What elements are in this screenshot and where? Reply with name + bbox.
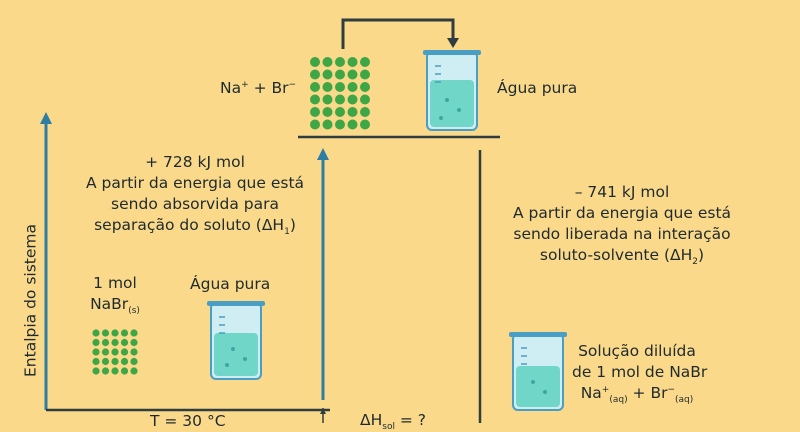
particle-dot xyxy=(101,357,110,366)
particle-dot xyxy=(92,338,100,347)
na-text: Na xyxy=(220,79,242,97)
particle-dot xyxy=(360,119,370,130)
particle-dot xyxy=(360,107,370,117)
particle-dot xyxy=(120,357,129,366)
particle-dot xyxy=(347,107,358,117)
ions-label: Na+ + Br− xyxy=(220,78,296,99)
particle-dot xyxy=(111,367,119,375)
left-step-line3: separação do soluto (ΔH1) xyxy=(94,216,296,238)
particle-dot xyxy=(120,338,129,347)
particle-dot xyxy=(335,82,345,92)
y-axis-label: Entalpia do sistema xyxy=(21,224,40,377)
particle-dot xyxy=(130,348,138,356)
na-charge: + xyxy=(241,79,249,90)
particle-dot xyxy=(360,57,370,67)
particle-dot xyxy=(101,367,110,375)
left-step-line1: A partir da energia que está xyxy=(85,174,305,192)
end-line2: de 1 mol de NaBr xyxy=(572,363,708,381)
particle-dot xyxy=(322,57,333,67)
particle-dot xyxy=(335,107,345,117)
top-connector-arrowhead xyxy=(447,38,459,48)
particle-dot xyxy=(92,357,100,366)
end-line1: Solução diluída xyxy=(578,342,696,360)
particle-dot xyxy=(120,367,129,375)
br-charge: − xyxy=(288,79,297,90)
particle-dot xyxy=(347,57,358,67)
right-step-line2: sendo liberada na interação xyxy=(513,225,731,243)
particle-dot xyxy=(335,119,345,130)
particle-dot xyxy=(92,367,100,375)
particle-dot xyxy=(310,107,320,117)
right-step-line3: soluto-solvente (ΔH2) xyxy=(539,246,705,268)
particle-dot xyxy=(92,329,100,337)
particle-dot xyxy=(335,94,345,105)
right-step-energy: – 741 kJ mol xyxy=(574,183,670,201)
diagram-graphics xyxy=(40,18,567,423)
delta-h-sol-label: ΔHsol = ? xyxy=(360,411,427,432)
particle-dot xyxy=(335,57,345,67)
particle-dot xyxy=(310,82,320,92)
particle-dot xyxy=(360,69,370,80)
particle-dot xyxy=(120,329,129,337)
particle-dot xyxy=(347,82,358,92)
delta-marker-arrowhead xyxy=(320,408,326,414)
start-amount: 1 mol xyxy=(93,274,137,292)
particle-dot xyxy=(101,338,110,347)
beaker-top xyxy=(423,50,481,131)
temperature-label: T = 30 °C xyxy=(150,412,226,430)
beaker-left xyxy=(207,301,265,380)
particle-dot xyxy=(360,82,370,92)
particle-dot xyxy=(101,348,110,356)
particle-dot xyxy=(111,348,119,356)
particle-dot xyxy=(111,357,119,366)
end-solution-label: Solução diluída de 1 mol de NaBr Na+(aq)… xyxy=(572,341,708,406)
particle-dot xyxy=(310,94,320,105)
particle-dot xyxy=(310,69,320,80)
left-step-energy: + 728 kJ mol xyxy=(145,153,245,171)
particle-dot xyxy=(322,69,333,80)
particle-dot xyxy=(130,338,138,347)
right-step-line1: A partir da energia que está xyxy=(512,204,732,222)
particle-dot xyxy=(322,119,333,130)
br-text: Br xyxy=(271,79,289,97)
start-solid-label: 1 mol NaBr(s) xyxy=(80,273,150,317)
particle-dot xyxy=(310,119,320,130)
up-arrowhead xyxy=(317,148,329,160)
particle-dot xyxy=(101,329,110,337)
particle-dot xyxy=(322,82,333,92)
particle-dot xyxy=(322,94,333,105)
particle-dot xyxy=(130,357,138,366)
particle-dot xyxy=(111,329,119,337)
y-axis-arrowhead xyxy=(40,112,52,124)
top-connector-arrow xyxy=(341,18,455,49)
particle-dot xyxy=(92,348,100,356)
particle-dot xyxy=(130,329,138,337)
particle-dot xyxy=(130,367,138,375)
start-water-label: Água pura xyxy=(190,275,271,293)
particle-dot xyxy=(360,94,370,105)
right-step-text: – 741 kJ mol A partir da energia que est… xyxy=(497,182,747,268)
particle-dot xyxy=(347,119,358,130)
end-ions: Na+(aq) + Br−(aq) xyxy=(580,384,694,406)
top-water-label: Água pura xyxy=(497,79,578,97)
particle-dot xyxy=(335,69,345,80)
left-step-line2: sendo absorvida para xyxy=(111,195,279,213)
particle-dot xyxy=(111,338,119,347)
particle-dot xyxy=(347,94,358,105)
beaker-right xyxy=(509,332,567,411)
solid-dots-grid xyxy=(92,329,138,375)
particle-dot xyxy=(322,107,333,117)
particle-dot xyxy=(120,348,129,356)
ion-dots-grid-top xyxy=(310,57,370,130)
plus-sign: + xyxy=(248,79,272,97)
particle-dot xyxy=(347,69,358,80)
left-step-text: + 728 kJ mol A partir da energia que est… xyxy=(70,152,320,238)
start-formula: NaBr(s) xyxy=(90,295,140,317)
particle-dot xyxy=(310,57,320,67)
